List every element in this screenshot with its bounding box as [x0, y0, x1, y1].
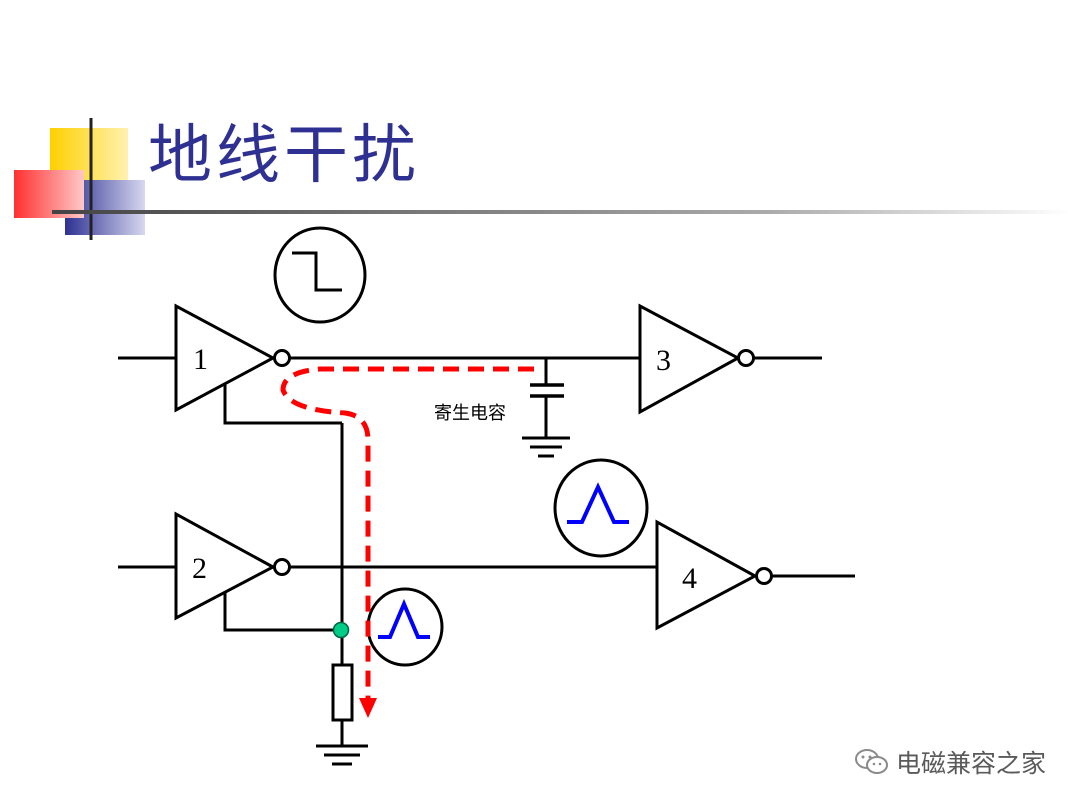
gate-1: 1 — [118, 303, 342, 425]
pulse-icon-gate4 — [553, 458, 649, 558]
falling-edge-icon — [273, 226, 367, 324]
gate-2-label: 2 — [192, 552, 207, 585]
gate-3-label: 3 — [656, 344, 671, 377]
gate-2: 2 — [118, 511, 342, 632]
ground-node — [332, 621, 350, 639]
gate-4-label: 4 — [682, 562, 697, 595]
gate-3: 3 — [638, 303, 822, 415]
gate-4: 4 — [655, 519, 855, 631]
ground-resistor — [316, 663, 368, 766]
parasitic-capacitor — [522, 358, 570, 458]
capacitor-label: 寄生电容 — [434, 403, 506, 424]
pulse-icon-ground — [366, 587, 444, 667]
current-arrow-head — [359, 698, 377, 718]
slide-title: 地线干扰 — [148, 119, 420, 193]
title-underline — [52, 210, 1072, 214]
gate-1-label: 1 — [193, 343, 208, 376]
watermark-text: 电磁兼容之家 — [895, 749, 1046, 778]
chat-bubble-icon — [854, 749, 888, 774]
current-return-path — [280, 366, 534, 718]
watermark: 电磁兼容之家 — [854, 744, 1046, 780]
